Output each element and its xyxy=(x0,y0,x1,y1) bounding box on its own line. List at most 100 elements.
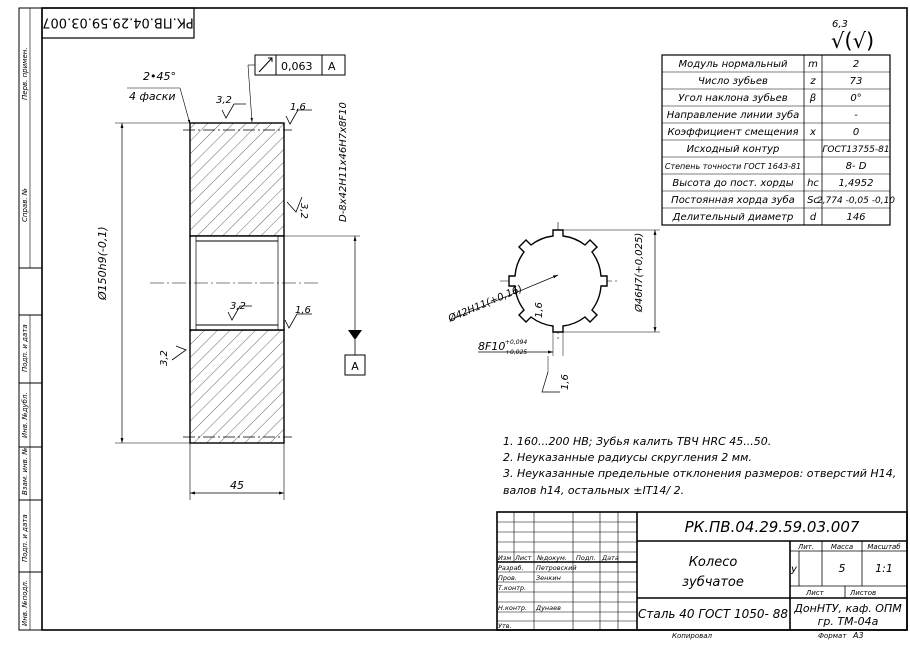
row-role-3: Т.контр. xyxy=(498,584,526,592)
side-stamp-labels: Перв. примен. Справ. № Подп. и дата Инв.… xyxy=(21,47,29,626)
side-label-6: Подп. и дата xyxy=(21,514,29,562)
slot-width-dim: 8F10 xyxy=(478,340,505,353)
roughness-left: 3,2 xyxy=(159,350,170,366)
upper-tooth-section xyxy=(189,122,285,237)
hdr-doc: №докум. xyxy=(536,554,567,562)
format-value: А3 xyxy=(852,631,864,640)
spline-profile xyxy=(508,229,608,333)
note-4: валов h14, остальных ±IT14/ 2. xyxy=(503,484,684,497)
param-value: 2 xyxy=(853,59,859,70)
param-name: Степень точности ГОСТ 1643-81 xyxy=(665,162,801,171)
param-name: Коэффициент смещения xyxy=(667,127,798,138)
rotated-drawing-number: РК.ПВ.04.29.59.03.007 xyxy=(42,15,194,30)
param-symbol: m xyxy=(808,59,818,70)
sheets-label: Листов xyxy=(849,589,876,597)
row-role-5: Н.контр. xyxy=(498,604,527,612)
slot-roughness: 1,6 xyxy=(560,374,571,390)
hdr-list: Лист xyxy=(514,554,532,562)
outer-diameter-dim: Ø150h9(-0,1) xyxy=(96,226,109,301)
slot-side-roughness: 1,6 xyxy=(534,302,545,318)
col-lit: Лит. xyxy=(797,543,814,551)
organization: ДонНТУ, каф. ОПМ xyxy=(793,602,902,615)
spline-spec: D-8x42H11x46H7x8F10 xyxy=(338,102,349,222)
param-symbol: x xyxy=(809,127,816,138)
chamfer-dim: 2•45° xyxy=(143,70,176,83)
param-value: 0° xyxy=(850,93,861,104)
row-role-2: Пров. xyxy=(498,574,517,582)
row-role-6: Утв. xyxy=(498,622,512,630)
mass: 5 xyxy=(839,562,846,575)
sheet-label: Лист xyxy=(805,589,825,597)
param-name: Направление линии зуба xyxy=(667,109,800,121)
side-label-4: Инв. №дубл. xyxy=(21,392,29,438)
roughness-top: 3,2 xyxy=(216,95,232,106)
scale: 1:1 xyxy=(875,562,893,575)
param-name: Угол наклона зубьев xyxy=(678,92,788,104)
chamfer-count: 4 фаски xyxy=(129,90,175,103)
runout-datum: A xyxy=(328,60,336,73)
group: гр. ТМ-04а xyxy=(818,615,879,628)
param-value: 1,4952 xyxy=(839,178,874,189)
param-value: ГОСТ13755-81 xyxy=(822,145,889,155)
gear-section-view: Ø150h9(-0,1) 45 2•45° 4 фаски 0,063 A 3,… xyxy=(96,54,366,500)
note-3: 3. Неуказанные предельные отклонения раз… xyxy=(503,467,896,480)
datum-a-label: A xyxy=(351,360,359,373)
slot-tol-lower: +0,025 xyxy=(505,349,527,356)
param-value: 73 xyxy=(850,76,863,87)
param-symbol: β xyxy=(809,93,817,104)
row-role-1: Разраб. xyxy=(498,564,524,572)
roughness-top-right: 1,6 xyxy=(290,102,306,113)
general-roughness-value: 6,3 xyxy=(832,19,848,30)
param-value: 8- D xyxy=(846,161,867,172)
param-name: Делительный диаметр xyxy=(672,212,794,223)
row-name-5: Дунаев xyxy=(535,604,561,612)
param-symbol: hc xyxy=(807,178,819,189)
param-symbol: Sc xyxy=(807,195,819,206)
param-symbol: d xyxy=(810,212,817,223)
side-label-3: Подп. и дата xyxy=(21,324,29,372)
side-label-5: Взам. инв. № xyxy=(21,447,29,495)
hdr-izm: Изм xyxy=(498,554,511,562)
side-label-7: Инв. №подл. xyxy=(21,580,29,626)
param-name: Высота до пост. хорды xyxy=(672,178,793,189)
hdr-sign: Подп. xyxy=(576,554,596,562)
roughness-bore: 3,2 xyxy=(230,301,246,312)
title-designation: РК.ПВ.04.29.59.03.007 xyxy=(685,518,860,536)
param-symbol: z xyxy=(809,76,816,87)
datum-a-box xyxy=(344,354,366,376)
spline-outer-dim: Ø46H7(+0,025) xyxy=(633,233,645,313)
roughness-tooth-face: 3,2 xyxy=(298,203,309,219)
lower-tooth-section xyxy=(189,329,285,444)
general-roughness-symbol: √(√) xyxy=(831,29,874,53)
format-label: Формат xyxy=(818,632,847,640)
letter: у xyxy=(790,564,798,575)
runout-value: 0,063 xyxy=(281,60,313,73)
col-scale: Масштаб xyxy=(867,543,901,551)
hdr-date: Дата xyxy=(601,554,619,562)
spline-end-view: Ø46H7(+0,025) Ø42H11(+0,16) 8F10 +0,094 … xyxy=(446,222,660,393)
param-value: 0 xyxy=(853,127,859,138)
col-mass: Масса xyxy=(831,543,853,551)
copied-label: Копировал xyxy=(672,632,713,640)
side-label-2: Справ. № xyxy=(21,188,29,222)
note-1: 1. 160...200 НВ; Зубья калить ТВЧ HRC 45… xyxy=(503,435,771,448)
param-name: Исходный контур xyxy=(687,144,780,155)
param-value: 2,774 -0,05 -0,10 xyxy=(817,196,895,206)
param-value: 146 xyxy=(846,212,865,223)
width-dim: 45 xyxy=(230,479,244,492)
param-name: Модуль нормальный xyxy=(679,59,788,70)
title-block-text: РК.ПВ.04.29.59.03.007 Колесо зубчатое Ст… xyxy=(498,518,902,640)
technical-notes: 1. 160...200 НВ; Зубья калить ТВЧ HRC 45… xyxy=(503,435,896,497)
param-name: Число зубьев xyxy=(698,75,768,87)
slot-tol-upper: +0,094 xyxy=(505,339,527,346)
side-stamp-frame xyxy=(18,7,43,631)
param-value: - xyxy=(854,110,858,121)
row-name-2: Зенкин xyxy=(536,574,561,582)
row-name-1: Петровский xyxy=(536,564,577,572)
material: Сталь 40 ГОСТ 1050- 88 xyxy=(638,607,788,621)
title-block xyxy=(496,511,908,631)
part-name-line-2: зубчатое xyxy=(682,575,744,590)
roughness-bore-face: 1,6 xyxy=(295,305,311,316)
